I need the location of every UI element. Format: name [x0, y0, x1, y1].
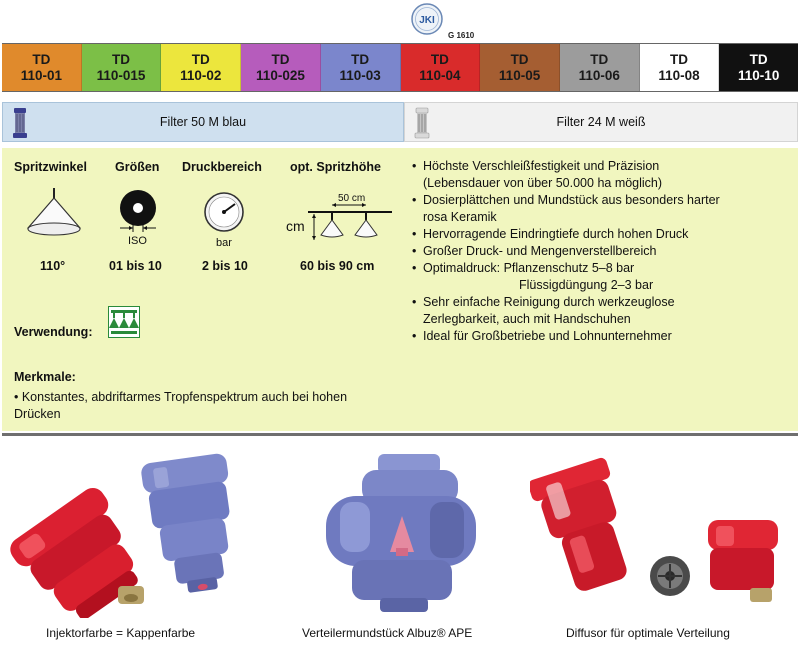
sizes-value: 01 bis 10	[109, 259, 162, 273]
spray-height-value: 60 bis 90 cm	[300, 259, 375, 273]
filter-blue-label: Filter 50 M blau	[159, 115, 247, 129]
divider	[2, 433, 798, 436]
features-title: Merkmale:	[14, 370, 76, 384]
list-item: (Lebensdauer von über 50.000 ha möglich)	[423, 176, 663, 190]
field-sprayer-icon	[108, 306, 140, 338]
caption-diffusor: Diffusor für optimale Verteilung	[566, 626, 730, 640]
jki-logo: JKI	[411, 3, 443, 35]
list-item: Hervorragende Eindringtiefe durch hohen …	[412, 226, 792, 243]
pressure-gauge-icon	[204, 192, 244, 232]
orifice-size-icon	[120, 190, 156, 232]
diffusor-photo	[530, 457, 778, 602]
pressure-value: 2 bis 10	[202, 259, 248, 273]
sizes-heading: Größen	[115, 160, 160, 174]
logo-text: JKI	[419, 15, 435, 26]
spray-height-heading: opt. Spritzhöhe	[290, 160, 381, 174]
list-item: Großer Druck- und Mengenverstellbereich	[412, 243, 792, 260]
list-item: Höchste Verschleißfestigkeit und Präzisi…	[412, 158, 792, 175]
list-item: rosa Keramik	[423, 210, 497, 224]
usage-label: Verwendung:	[14, 325, 93, 339]
features-text: • Konstantes, abdriftarmes Tropfenspektr…	[14, 390, 348, 421]
list-item: Optimaldruck: Pflanzenschutz 5–8 bar	[412, 260, 792, 277]
bar-unit-label: bar	[216, 237, 232, 249]
advantages-list: Höchste Verschleißfestigkeit und Präzisi…	[412, 158, 792, 345]
filter-white: Filter 24 M weiß	[404, 102, 798, 142]
filter-cartridge-white-icon	[414, 107, 430, 139]
logo-code: G 1610	[448, 31, 475, 40]
spray-angle-heading: Spritzwinkel	[14, 160, 87, 174]
pressure-heading: Druckbereich	[182, 160, 262, 174]
ape-nozzle-photo	[326, 454, 476, 612]
filter-bar: Filter 50 M blau Filter 24 M weiß	[2, 102, 798, 142]
caption-injector: Injektorfarbe = Kappenfarbe	[46, 626, 196, 640]
filter-blue: Filter 50 M blau	[2, 102, 404, 142]
nozzle-spacing-label: 50 cm	[338, 193, 366, 204]
iso-label: ISO	[128, 235, 147, 247]
caption-ape-nozzle: Verteilermundstück Albuz® APE	[302, 626, 473, 640]
list-item: Flüssigdüngung 2–3 bar	[519, 278, 654, 292]
height-unit-label: cm	[286, 218, 305, 234]
spray-angle-value: 110°	[40, 259, 66, 273]
info-panel: Spritzwinkel 110° Größen ISO 01 bis 10 D…	[2, 148, 798, 431]
list-item: Sehr einfache Reinigung durch werkzeuglo…	[412, 294, 792, 311]
list-item: Dosierplättchen und Mundstück aus besond…	[412, 192, 792, 209]
spray-height-icon	[308, 203, 392, 240]
list-item: Ideal für Großbetriebe und Lohnunternehm…	[412, 328, 792, 345]
list-item: Zerlegbarkeit, auch mit Handschuhen	[423, 312, 631, 326]
filter-white-label: Filter 24 M weiß	[556, 115, 646, 129]
spray-cone-icon	[26, 188, 82, 236]
injector-photo	[10, 453, 230, 618]
filter-cartridge-blue-icon	[13, 108, 27, 138]
